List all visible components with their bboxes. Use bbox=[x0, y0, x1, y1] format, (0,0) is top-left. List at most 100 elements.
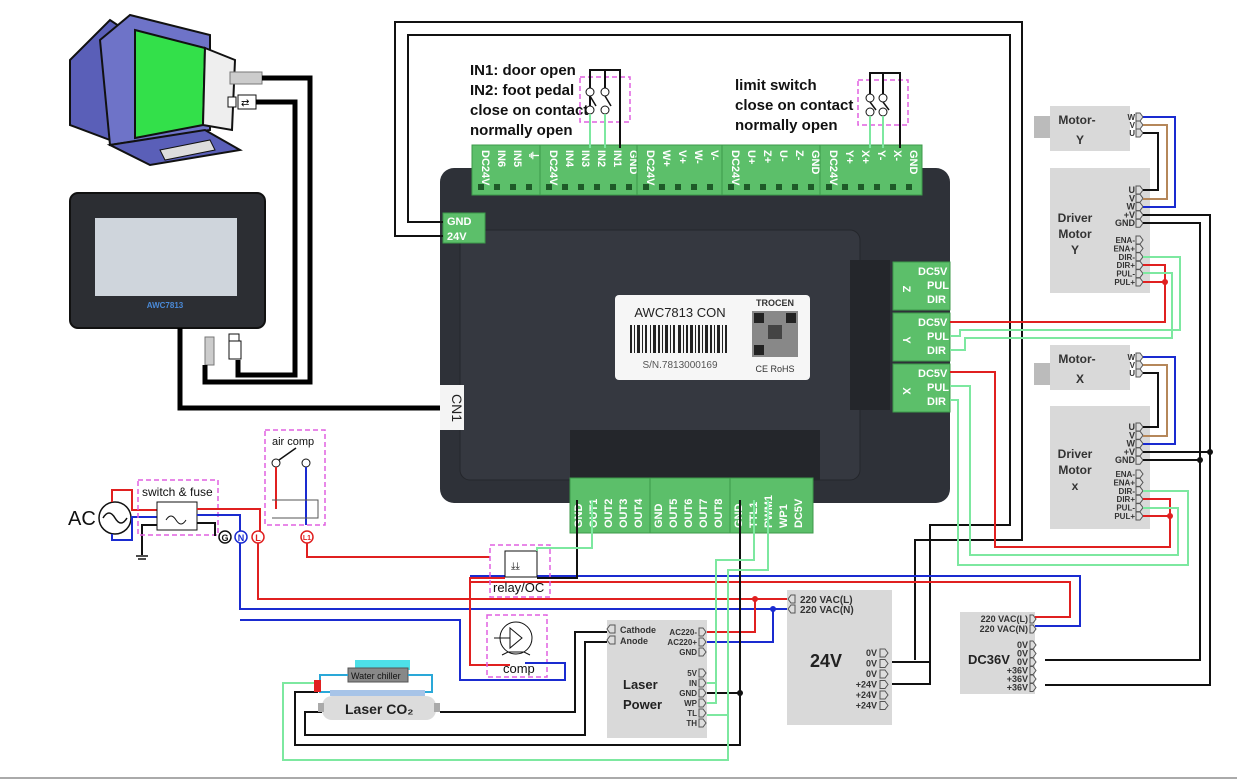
pin-label: DIR+ bbox=[1117, 495, 1136, 504]
air-comp-switch: air comp bbox=[264, 429, 490, 558]
pin-connector bbox=[879, 690, 889, 700]
svg-text:Y: Y bbox=[1076, 133, 1084, 147]
svg-text:Water chiller: Water chiller bbox=[351, 671, 401, 681]
pin-label: 220 VAC(N) bbox=[800, 605, 854, 616]
svg-text:Laser: Laser bbox=[623, 677, 658, 692]
terminal-screw bbox=[744, 184, 750, 190]
pin-connector bbox=[1135, 503, 1144, 513]
svg-text:Power: Power bbox=[623, 697, 662, 712]
terminal-screw bbox=[760, 184, 766, 190]
terminal-screw bbox=[610, 184, 616, 190]
axis-label: Y bbox=[900, 336, 912, 344]
terminal-screw bbox=[626, 184, 632, 190]
pin-label: +36V bbox=[1007, 683, 1028, 693]
terminal-label: OUT5 bbox=[668, 499, 680, 528]
pin-connector bbox=[787, 594, 796, 604]
pin-connector bbox=[698, 668, 707, 678]
pin-connector bbox=[1135, 422, 1144, 432]
pin-label: +V bbox=[1124, 447, 1135, 457]
terminal-screw bbox=[526, 184, 532, 190]
pin-connector bbox=[1135, 112, 1144, 122]
axis-pin-label: PUL bbox=[927, 280, 949, 292]
certification-marks: CE RoHS bbox=[755, 364, 794, 374]
terminal-screw bbox=[842, 184, 848, 190]
terminal-label: OUT6 bbox=[683, 499, 695, 528]
svg-text:switch & fuse: switch & fuse bbox=[142, 485, 213, 499]
pin-connector bbox=[1135, 210, 1144, 220]
svg-text:G: G bbox=[221, 533, 228, 543]
psu24-output-wires bbox=[892, 661, 931, 685]
terminal-screw bbox=[691, 184, 697, 190]
pin: U bbox=[1129, 185, 1144, 195]
pin-label: GND bbox=[679, 689, 697, 698]
pin-label: 220 VAC(L) bbox=[981, 614, 1028, 624]
water-chiller: Water chiller bbox=[314, 660, 433, 693]
terminal-label: V- bbox=[708, 150, 720, 161]
pin-label: Cathode bbox=[620, 625, 656, 635]
terminal-label: OUT2 bbox=[603, 499, 615, 528]
terminal-label: Y- bbox=[875, 150, 887, 161]
pin-label: AC220+ bbox=[667, 638, 697, 647]
pin-connector bbox=[1135, 260, 1144, 270]
pin-connector bbox=[606, 624, 616, 634]
svg-text:close on contact: close on contact bbox=[735, 97, 853, 114]
terminal-screw bbox=[494, 184, 500, 190]
driver-motor-x: Driver Motor x bbox=[1050, 406, 1150, 529]
pin: +V bbox=[1124, 447, 1144, 457]
terminal-label: GND bbox=[627, 150, 639, 175]
pin-connector bbox=[1135, 128, 1144, 138]
terminal-label: U- bbox=[777, 150, 789, 162]
pin-label: W bbox=[1127, 353, 1135, 362]
svg-text:normally open: normally open bbox=[735, 117, 838, 134]
pin: +V bbox=[1124, 210, 1144, 220]
hmi-panel: AWC7813 bbox=[69, 192, 266, 366]
pin-connector bbox=[1029, 657, 1037, 667]
pin-connector bbox=[698, 647, 707, 657]
terminal-label: GND bbox=[573, 504, 585, 529]
svg-text:Motor-: Motor- bbox=[1058, 113, 1095, 127]
pin: GND bbox=[1115, 218, 1144, 228]
axis-label: Z bbox=[900, 286, 912, 293]
pin-connector bbox=[1029, 640, 1037, 650]
pin-connector bbox=[698, 688, 707, 698]
step-signal-wires bbox=[950, 256, 1189, 566]
terminal-label: IN3 bbox=[579, 150, 591, 167]
terminal-label: Z+ bbox=[761, 150, 773, 163]
pin-label: GND bbox=[1115, 218, 1136, 228]
terminal-screw bbox=[510, 184, 516, 190]
pin-connector bbox=[698, 718, 707, 728]
terminal-screw bbox=[776, 184, 782, 190]
axis-pin-label: DC5V bbox=[918, 266, 948, 278]
axis-pin-label: PUL bbox=[927, 331, 949, 343]
pin: W bbox=[1127, 112, 1144, 122]
pin-label: +36V bbox=[1007, 666, 1028, 676]
driver-power-wires bbox=[1045, 214, 1213, 686]
pin-label: +36V bbox=[1007, 674, 1028, 684]
pin-connector bbox=[1135, 430, 1144, 440]
motor-x-pins: WVU bbox=[1127, 352, 1144, 378]
pin-label: GND bbox=[679, 648, 697, 657]
pin-label: +24V bbox=[856, 701, 877, 711]
laser-co2-tube: Laser CO₂ bbox=[318, 690, 440, 720]
pin-connector bbox=[1135, 243, 1144, 253]
pin-label: V bbox=[1129, 193, 1135, 203]
terminal-screw bbox=[478, 184, 484, 190]
pin-label: TH bbox=[686, 719, 697, 728]
svg-text:close on contact: close on contact bbox=[470, 102, 588, 119]
terminal-screw bbox=[874, 184, 880, 190]
terminal-screw bbox=[890, 184, 896, 190]
pin-label: V bbox=[1129, 430, 1135, 440]
pin-label: +24V bbox=[856, 680, 877, 690]
pin-label: +24V bbox=[856, 690, 877, 700]
svg-text:relay/OC: relay/OC bbox=[493, 580, 544, 595]
pin-label: AC220- bbox=[669, 628, 697, 637]
terminal-label: U+ bbox=[745, 150, 757, 164]
pin-connector bbox=[1135, 269, 1144, 279]
computer-icon: ⇄ bbox=[69, 13, 263, 167]
